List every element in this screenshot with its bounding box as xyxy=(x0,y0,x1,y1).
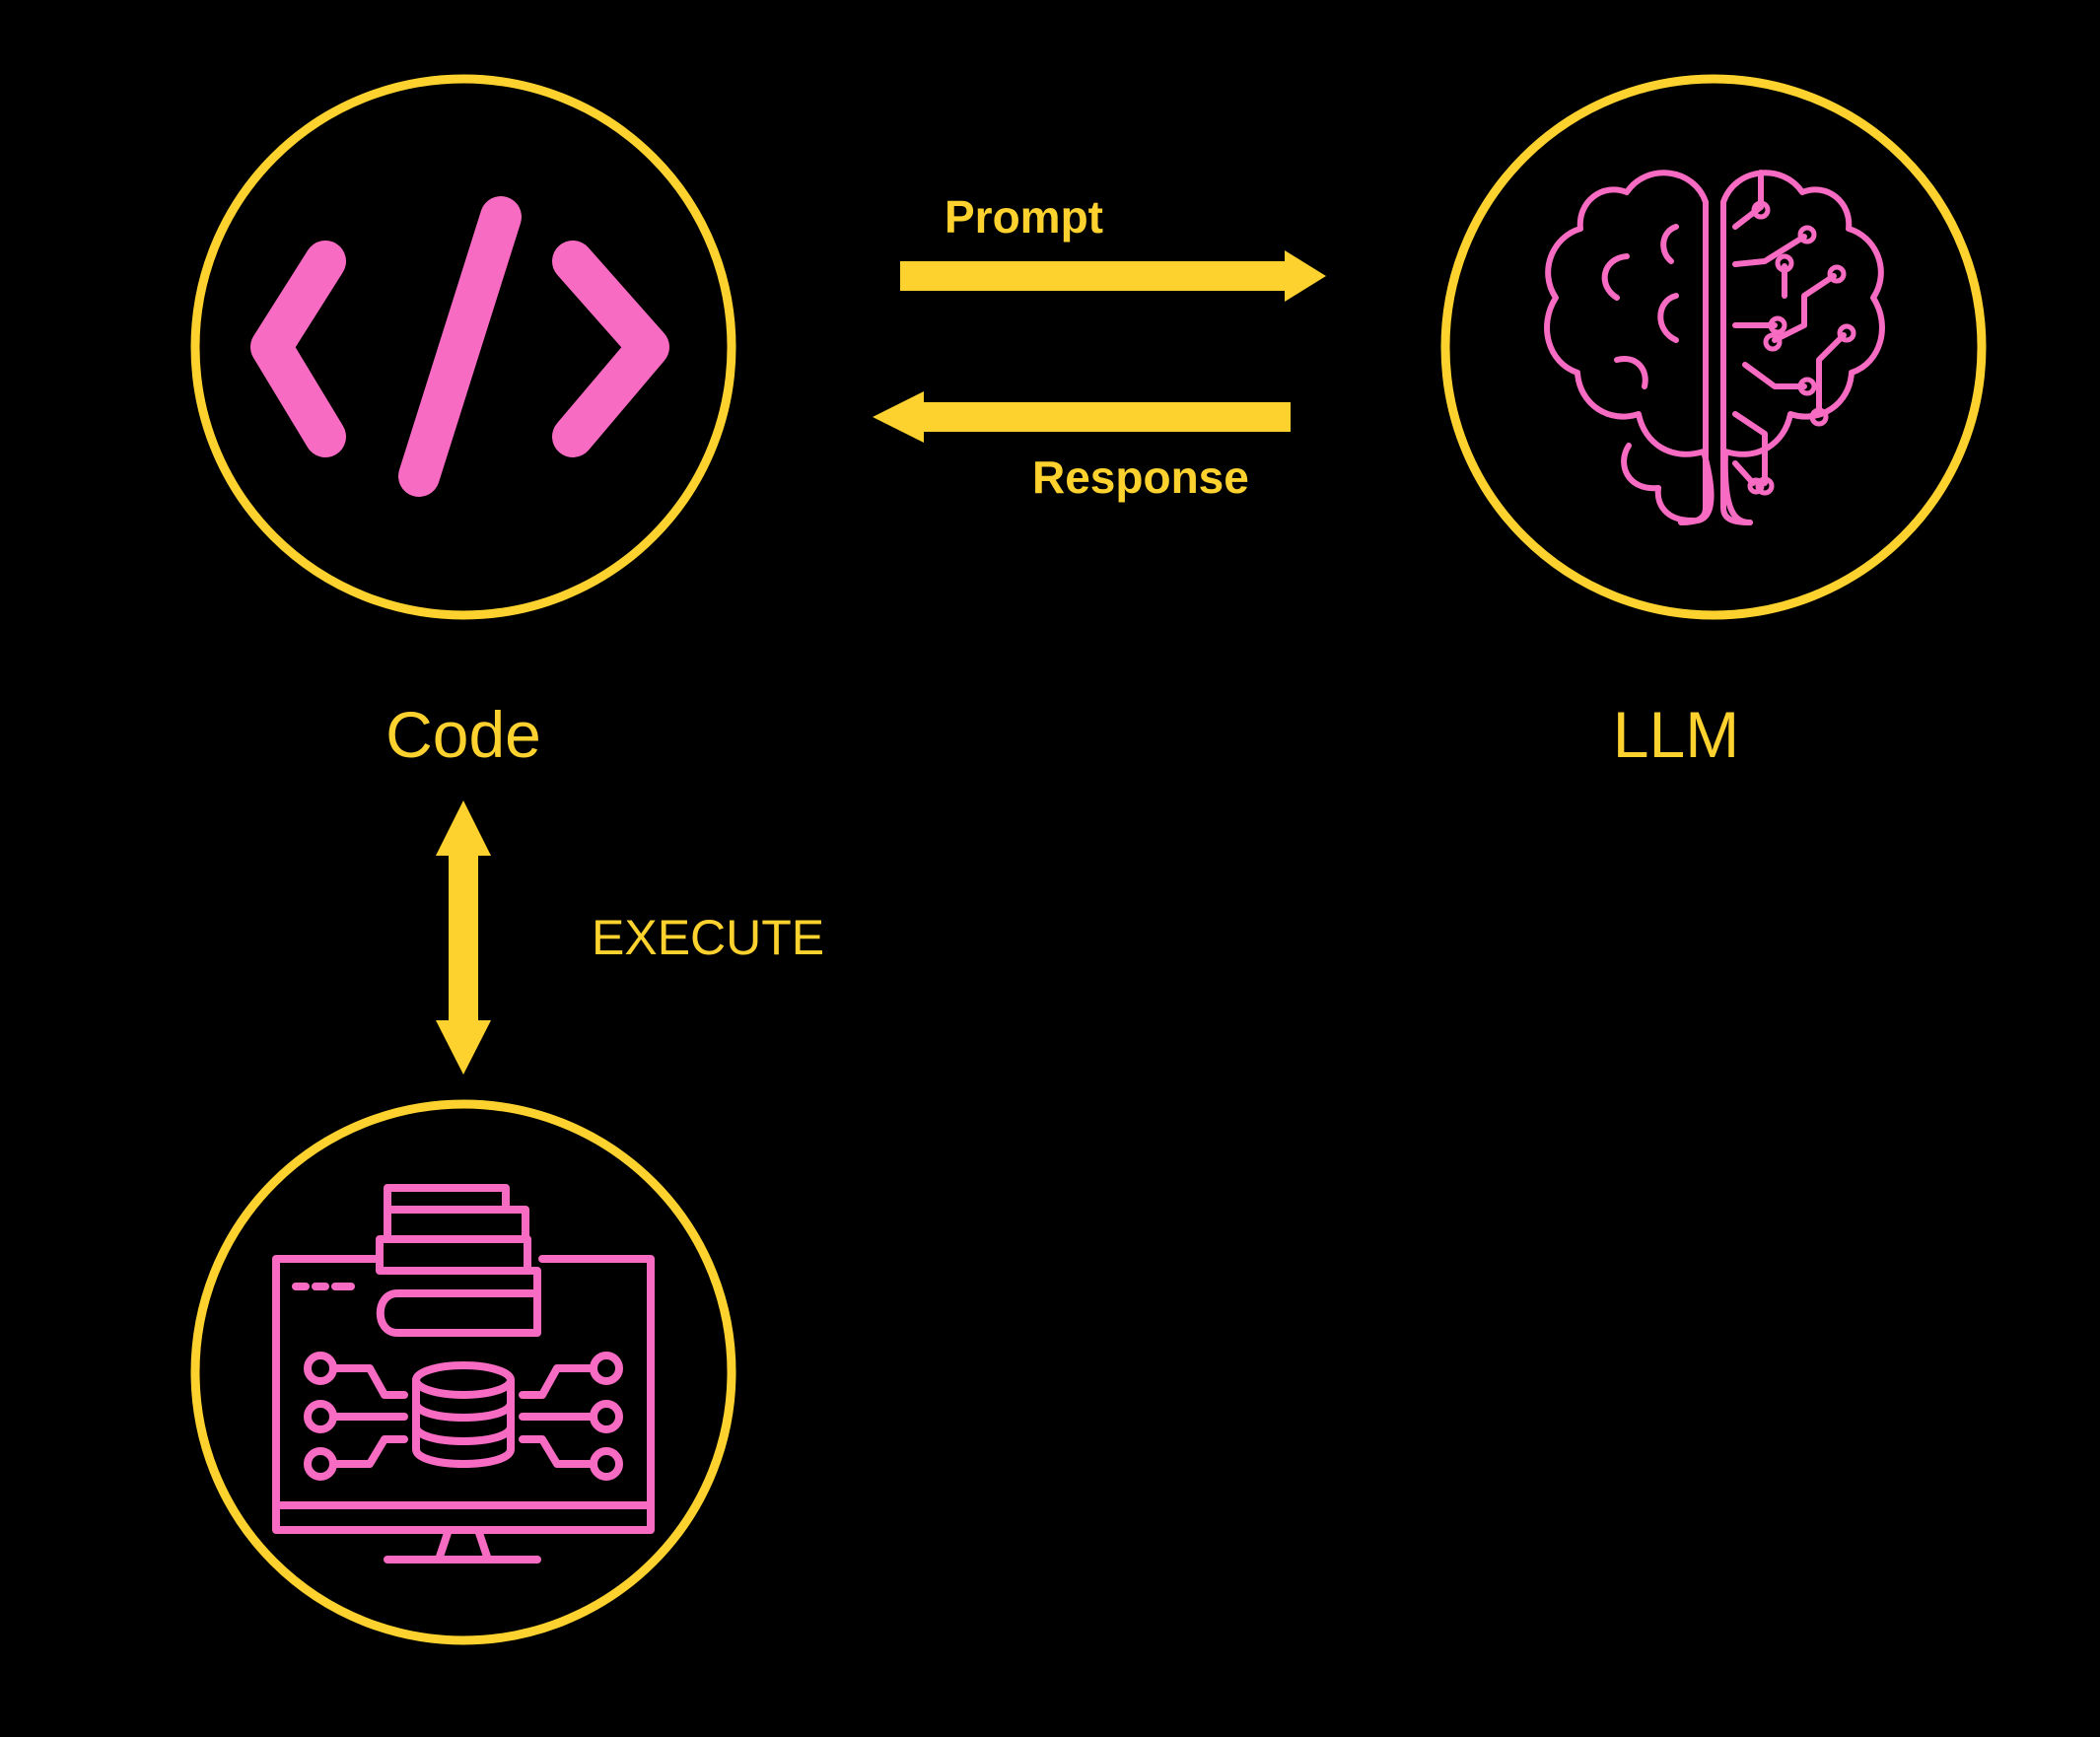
code-node-ring xyxy=(190,74,736,620)
code-brackets-icon xyxy=(250,196,669,497)
computer-database-server-icon xyxy=(272,1184,655,1563)
response-label: Response xyxy=(1032,452,1249,503)
code-node xyxy=(190,74,736,620)
brain-circuit-nodes xyxy=(1747,200,1856,496)
execute-arrow xyxy=(436,800,491,1075)
response-arrow xyxy=(873,391,1291,443)
execute-label: EXECUTE xyxy=(592,910,824,965)
llm-node xyxy=(1440,74,1987,620)
prompt-label: Prompt xyxy=(945,191,1103,243)
prompt-arrow xyxy=(900,250,1326,302)
ai-brain-icon xyxy=(1544,170,1885,525)
llm-node-label: LLM xyxy=(1613,698,1739,771)
llm-node-ring xyxy=(1440,74,1987,620)
server-node xyxy=(190,1099,736,1645)
code-node-label: Code xyxy=(385,698,541,771)
server-node-ring xyxy=(190,1099,736,1645)
